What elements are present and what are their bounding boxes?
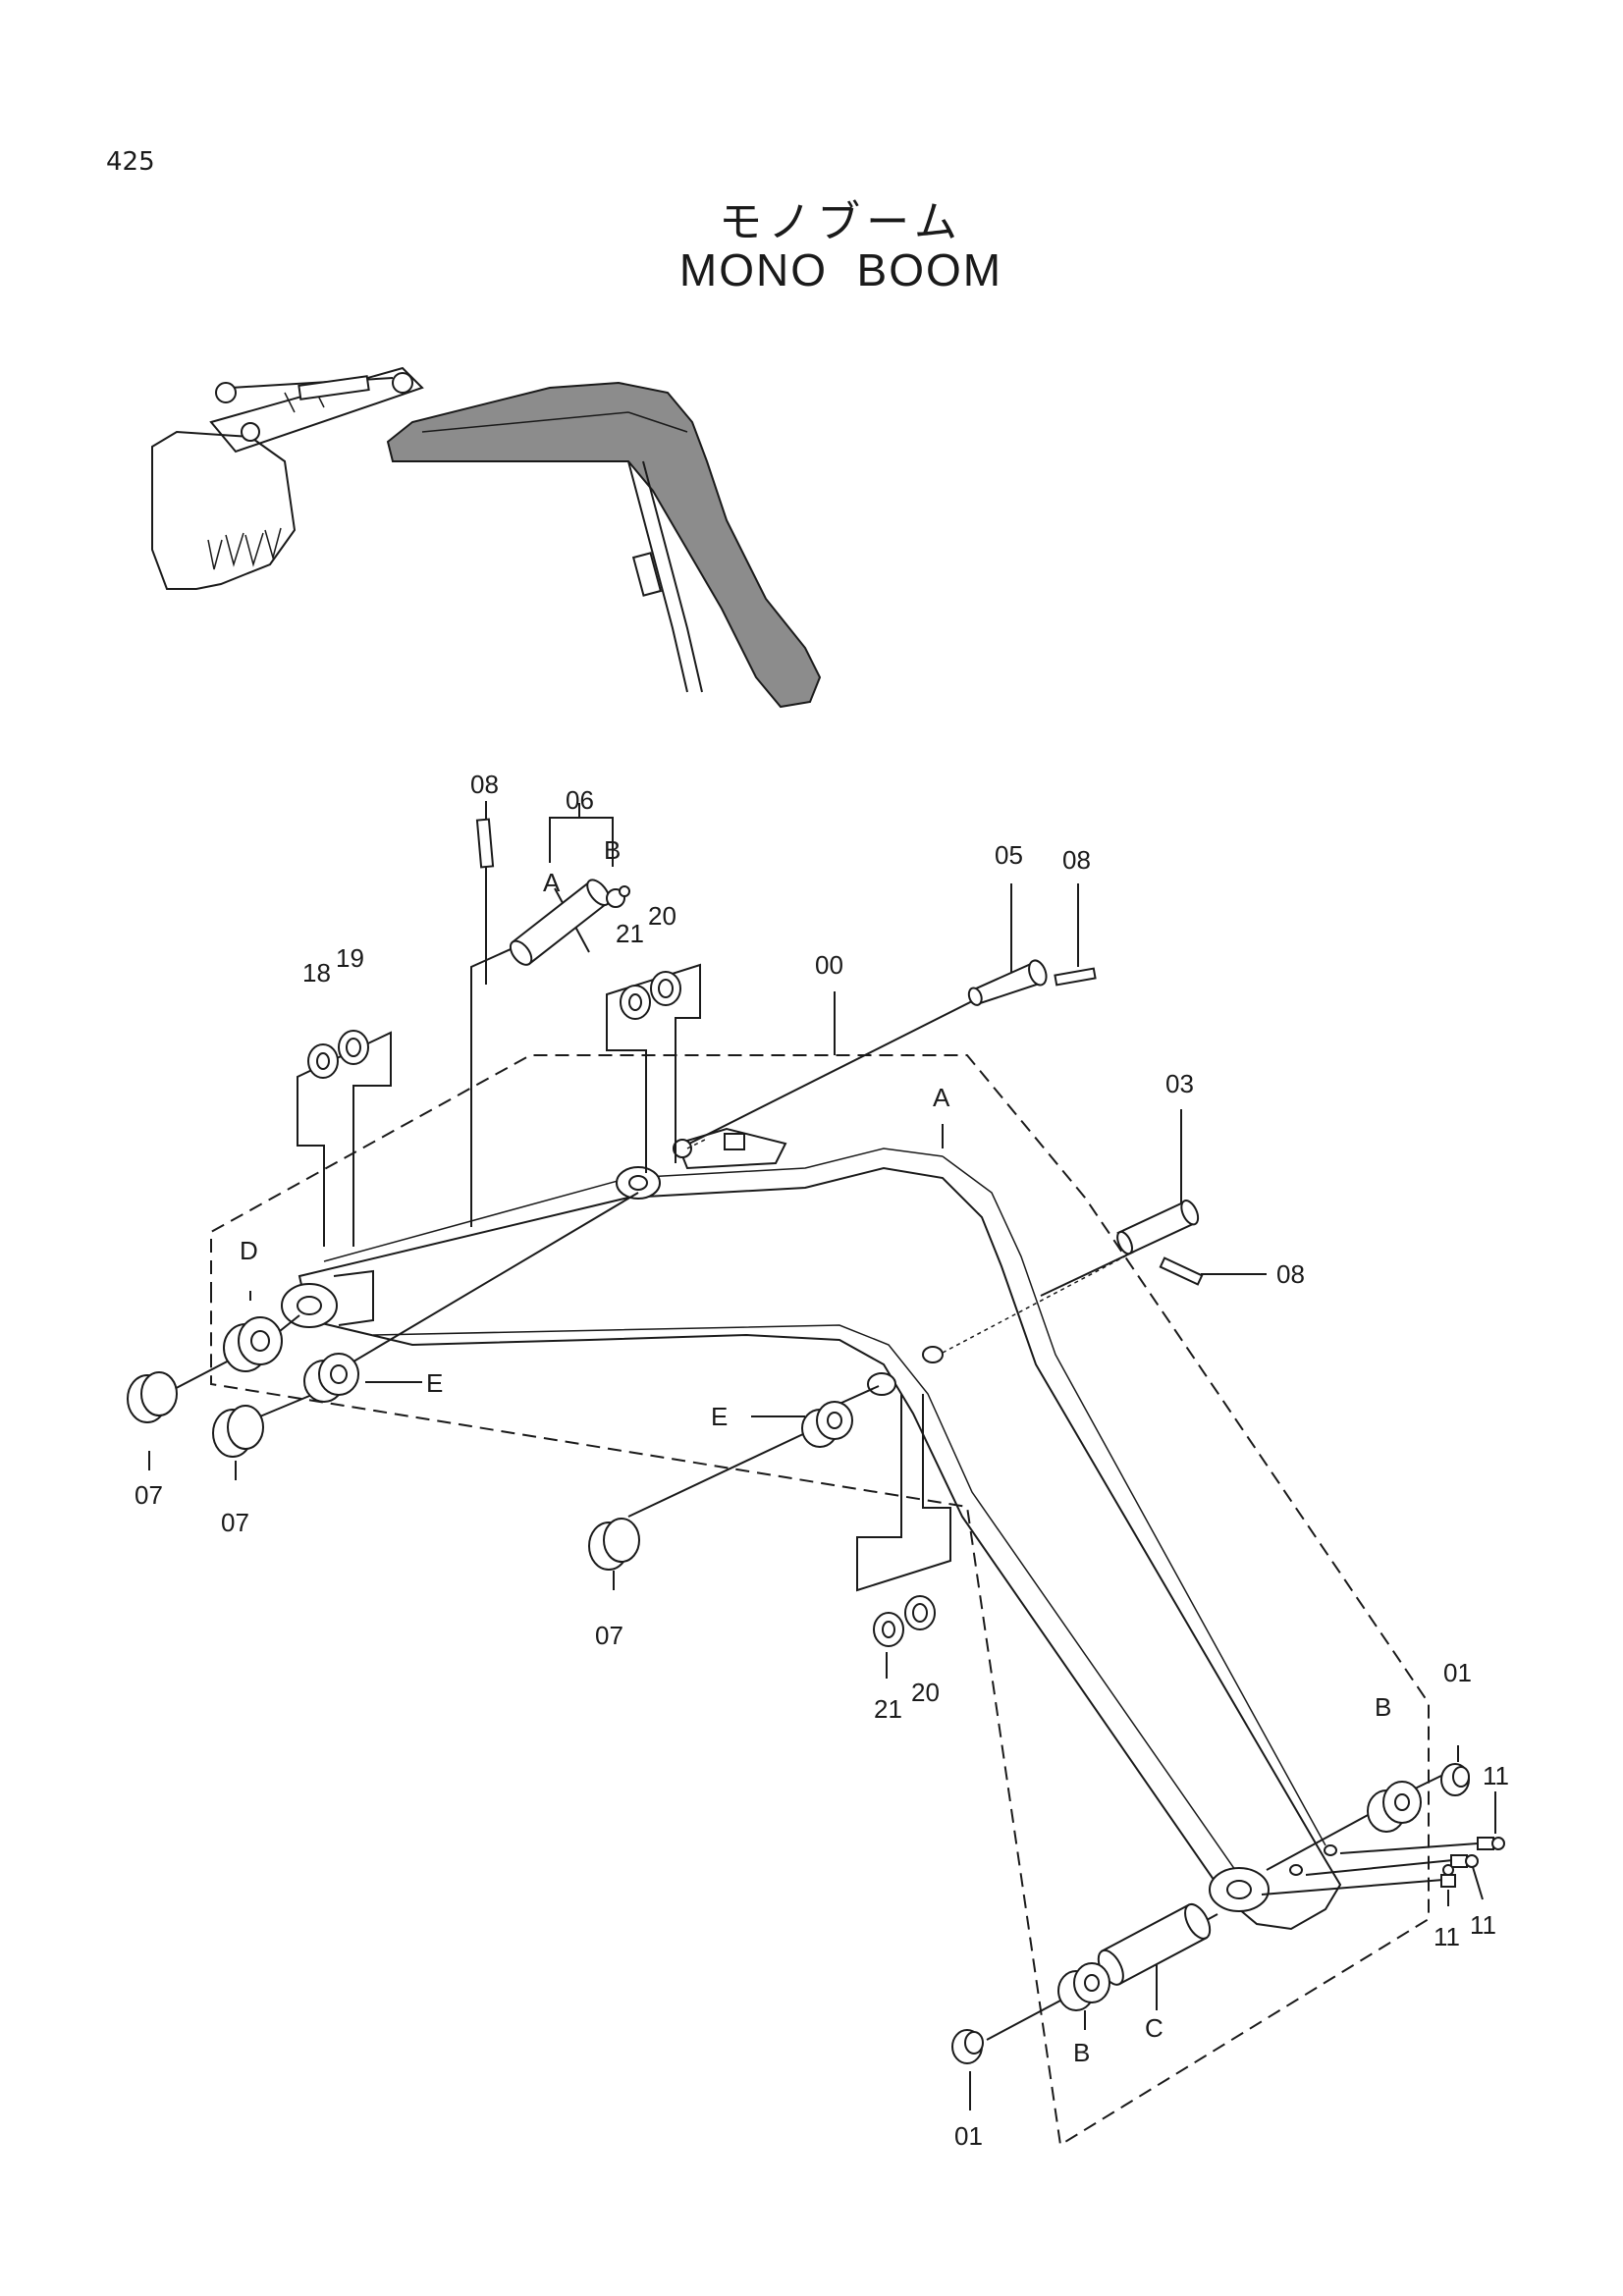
title-japanese: モノブーム	[719, 197, 963, 247]
pin-03	[1116, 1200, 1200, 1256]
bushing-b-bot	[1057, 1962, 1110, 2011]
label-00: 00	[815, 950, 843, 980]
label-08-mid: 08	[1276, 1259, 1305, 1289]
grease-fitting-11-c	[1440, 1864, 1456, 1888]
label-07-b: 07	[221, 1508, 249, 1537]
pin-a	[509, 879, 611, 966]
label-e-left: E	[426, 1368, 443, 1398]
label-b-right: B	[1375, 1692, 1391, 1722]
label-b-bot: B	[1073, 2038, 1090, 2067]
label-20-top: 20	[648, 901, 676, 931]
bushing-c	[1097, 1902, 1212, 1986]
bushing-d	[223, 1316, 283, 1372]
grease-fitting-11-b	[1450, 1854, 1479, 1868]
label-a-boom: A	[933, 1083, 950, 1112]
seal-07-b	[212, 1405, 264, 1458]
bushing-b-right	[1367, 1781, 1422, 1833]
label-19: 19	[336, 943, 364, 973]
leader-lines	[148, 801, 1496, 2110]
label-07-c: 07	[595, 1621, 623, 1650]
lock-pin-08-mid	[1159, 1256, 1204, 1286]
label-06: 06	[566, 785, 594, 815]
boom-body	[281, 1127, 1342, 1931]
label-e-mid: E	[711, 1402, 728, 1431]
seal-01-bot	[951, 2029, 984, 2064]
label-11-b: 11	[1470, 1910, 1496, 1940]
label-20-bot: 20	[911, 1678, 940, 1707]
grease-nipple-b-top	[606, 885, 630, 908]
callout-labels: 08 06 B A 05 08 18 19 21 20 00 A 03 08 D…	[135, 770, 1509, 2151]
seal-07-a	[127, 1371, 178, 1423]
grease-fitting-11-a	[1477, 1837, 1505, 1850]
label-08-top: 08	[470, 770, 499, 799]
bushing-e-left	[303, 1353, 359, 1403]
parts	[127, 818, 1505, 2064]
label-18: 18	[302, 958, 331, 988]
inset-bucket	[151, 430, 297, 590]
lock-pin-08-right	[1054, 967, 1097, 987]
title-english: MONO BOOM	[678, 244, 1003, 295]
label-11-c: 11	[1434, 1922, 1460, 1951]
label-21-top: 21	[616, 919, 644, 948]
label-c: C	[1145, 2013, 1163, 2043]
label-08-right: 08	[1062, 845, 1091, 875]
label-b-top: B	[604, 835, 621, 865]
label-21-bot: 21	[874, 1694, 902, 1724]
pin-05	[967, 959, 1048, 1006]
label-11-a: 11	[1483, 1761, 1509, 1790]
label-07-a: 07	[135, 1480, 163, 1510]
label-d: D	[240, 1236, 258, 1265]
bushing-e-mid	[801, 1401, 853, 1448]
seal-01-top	[1440, 1763, 1470, 1796]
inset-excavator-illustration	[151, 366, 822, 709]
lock-pin-08-top	[475, 818, 495, 869]
label-05: 05	[995, 840, 1023, 870]
inset-boom-shaded	[386, 381, 822, 709]
seal-07-c	[588, 1518, 640, 1571]
page-number: 425	[106, 147, 155, 177]
label-03: 03	[1165, 1069, 1194, 1098]
assembly-boundary	[210, 1054, 1430, 2147]
label-01-top: 01	[1443, 1658, 1472, 1687]
label-01-bot: 01	[954, 2121, 983, 2151]
label-a-pin: A	[543, 868, 561, 897]
